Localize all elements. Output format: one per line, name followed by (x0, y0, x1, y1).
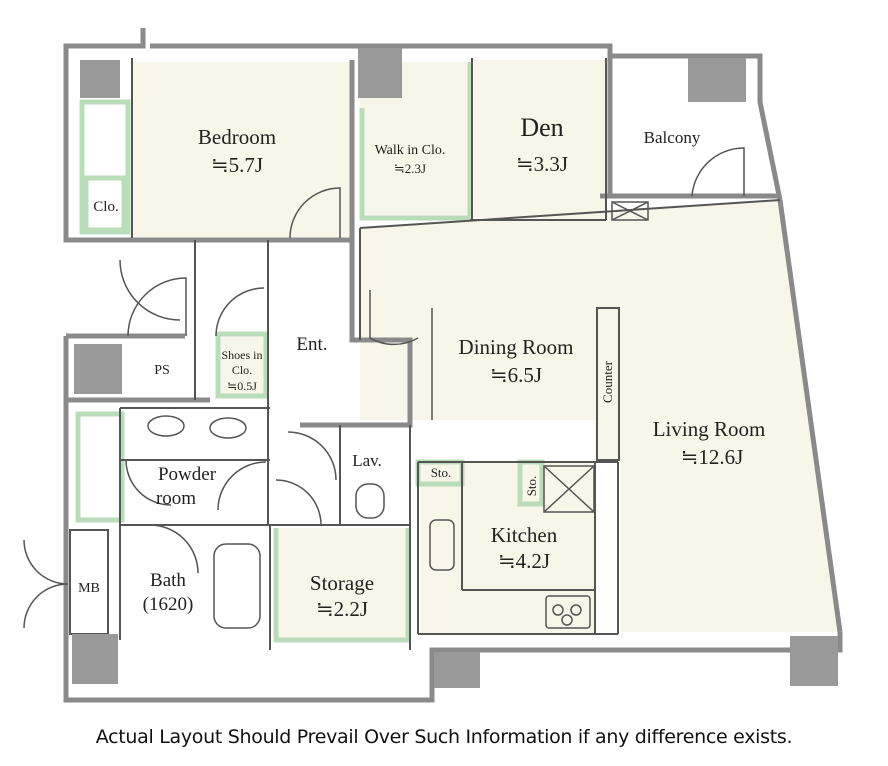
kitchen-sink-icon (429, 519, 455, 571)
floor-fills (133, 60, 840, 642)
bedroom-floor (133, 62, 353, 237)
interior-walls (69, 58, 781, 650)
powder-label-1: Powder (158, 464, 217, 485)
living-label: Living Room (653, 417, 766, 441)
closet-label: Clo. (93, 199, 118, 215)
sink-left-icon (147, 415, 185, 437)
living-dining-floor (360, 200, 840, 632)
shoes-label-1: Shoes in (221, 348, 262, 362)
bathtub-icon (213, 543, 261, 629)
ps-label: PS (154, 363, 170, 378)
shoes-size: ≒0.5J (227, 379, 257, 393)
living-size: ≒12.6J (681, 445, 744, 469)
walls (63, 28, 843, 703)
kitchen-floor (420, 462, 595, 634)
fridge-space-icon (543, 465, 595, 513)
shoes-floor (218, 334, 266, 396)
mb-label: MB (78, 581, 100, 596)
stove-icon (545, 595, 591, 629)
kitchen-label: Kitchen (491, 523, 558, 547)
sto-label-2: Sto. (524, 476, 539, 497)
den-floor (474, 60, 606, 218)
shoes-label-2: Clo. (232, 363, 252, 377)
dining-size: ≒6.5J (490, 363, 542, 387)
bedroom-label: Bedroom (198, 125, 276, 149)
floor-plan: Bedroom ≒5.7J Walk in Clo. ≒2.3J Den ≒3.… (23, 28, 843, 703)
sto-label-1: Sto. (431, 465, 452, 480)
balcony-label: Balcony (644, 128, 701, 147)
balcony-unit-icon (611, 201, 649, 221)
storage-label: Storage (310, 571, 374, 595)
counter-label: Counter (600, 360, 615, 403)
fixtures (147, 201, 649, 629)
storage-floor (274, 528, 408, 642)
bath-size: (1620) (143, 594, 194, 615)
sink-right-icon (209, 417, 247, 439)
entrance-label: Ent. (296, 334, 327, 355)
kitchen-size: ≒4.2J (498, 549, 550, 573)
den-label: Den (520, 113, 563, 142)
toilet-icon (355, 483, 385, 519)
lav-label: Lav. (352, 451, 382, 470)
powder-label-2: room (156, 488, 196, 509)
bath-label: Bath (150, 570, 186, 591)
disclaimer-text: Actual Layout Should Prevail Over Such I… (95, 726, 793, 748)
labels: Bedroom ≒5.7J Walk in Clo. ≒2.3J Den ≒3.… (78, 113, 765, 621)
storage-size: ≒2.2J (316, 597, 368, 621)
pillars (72, 48, 838, 688)
den-size: ≒3.3J (516, 152, 568, 176)
walkin-label: Walk in Clo. (375, 143, 446, 158)
walkin-size: ≒2.3J (394, 161, 426, 176)
dining-label: Dining Room (459, 335, 574, 359)
bedroom-size: ≒5.7J (211, 153, 263, 177)
doors (23, 147, 745, 629)
